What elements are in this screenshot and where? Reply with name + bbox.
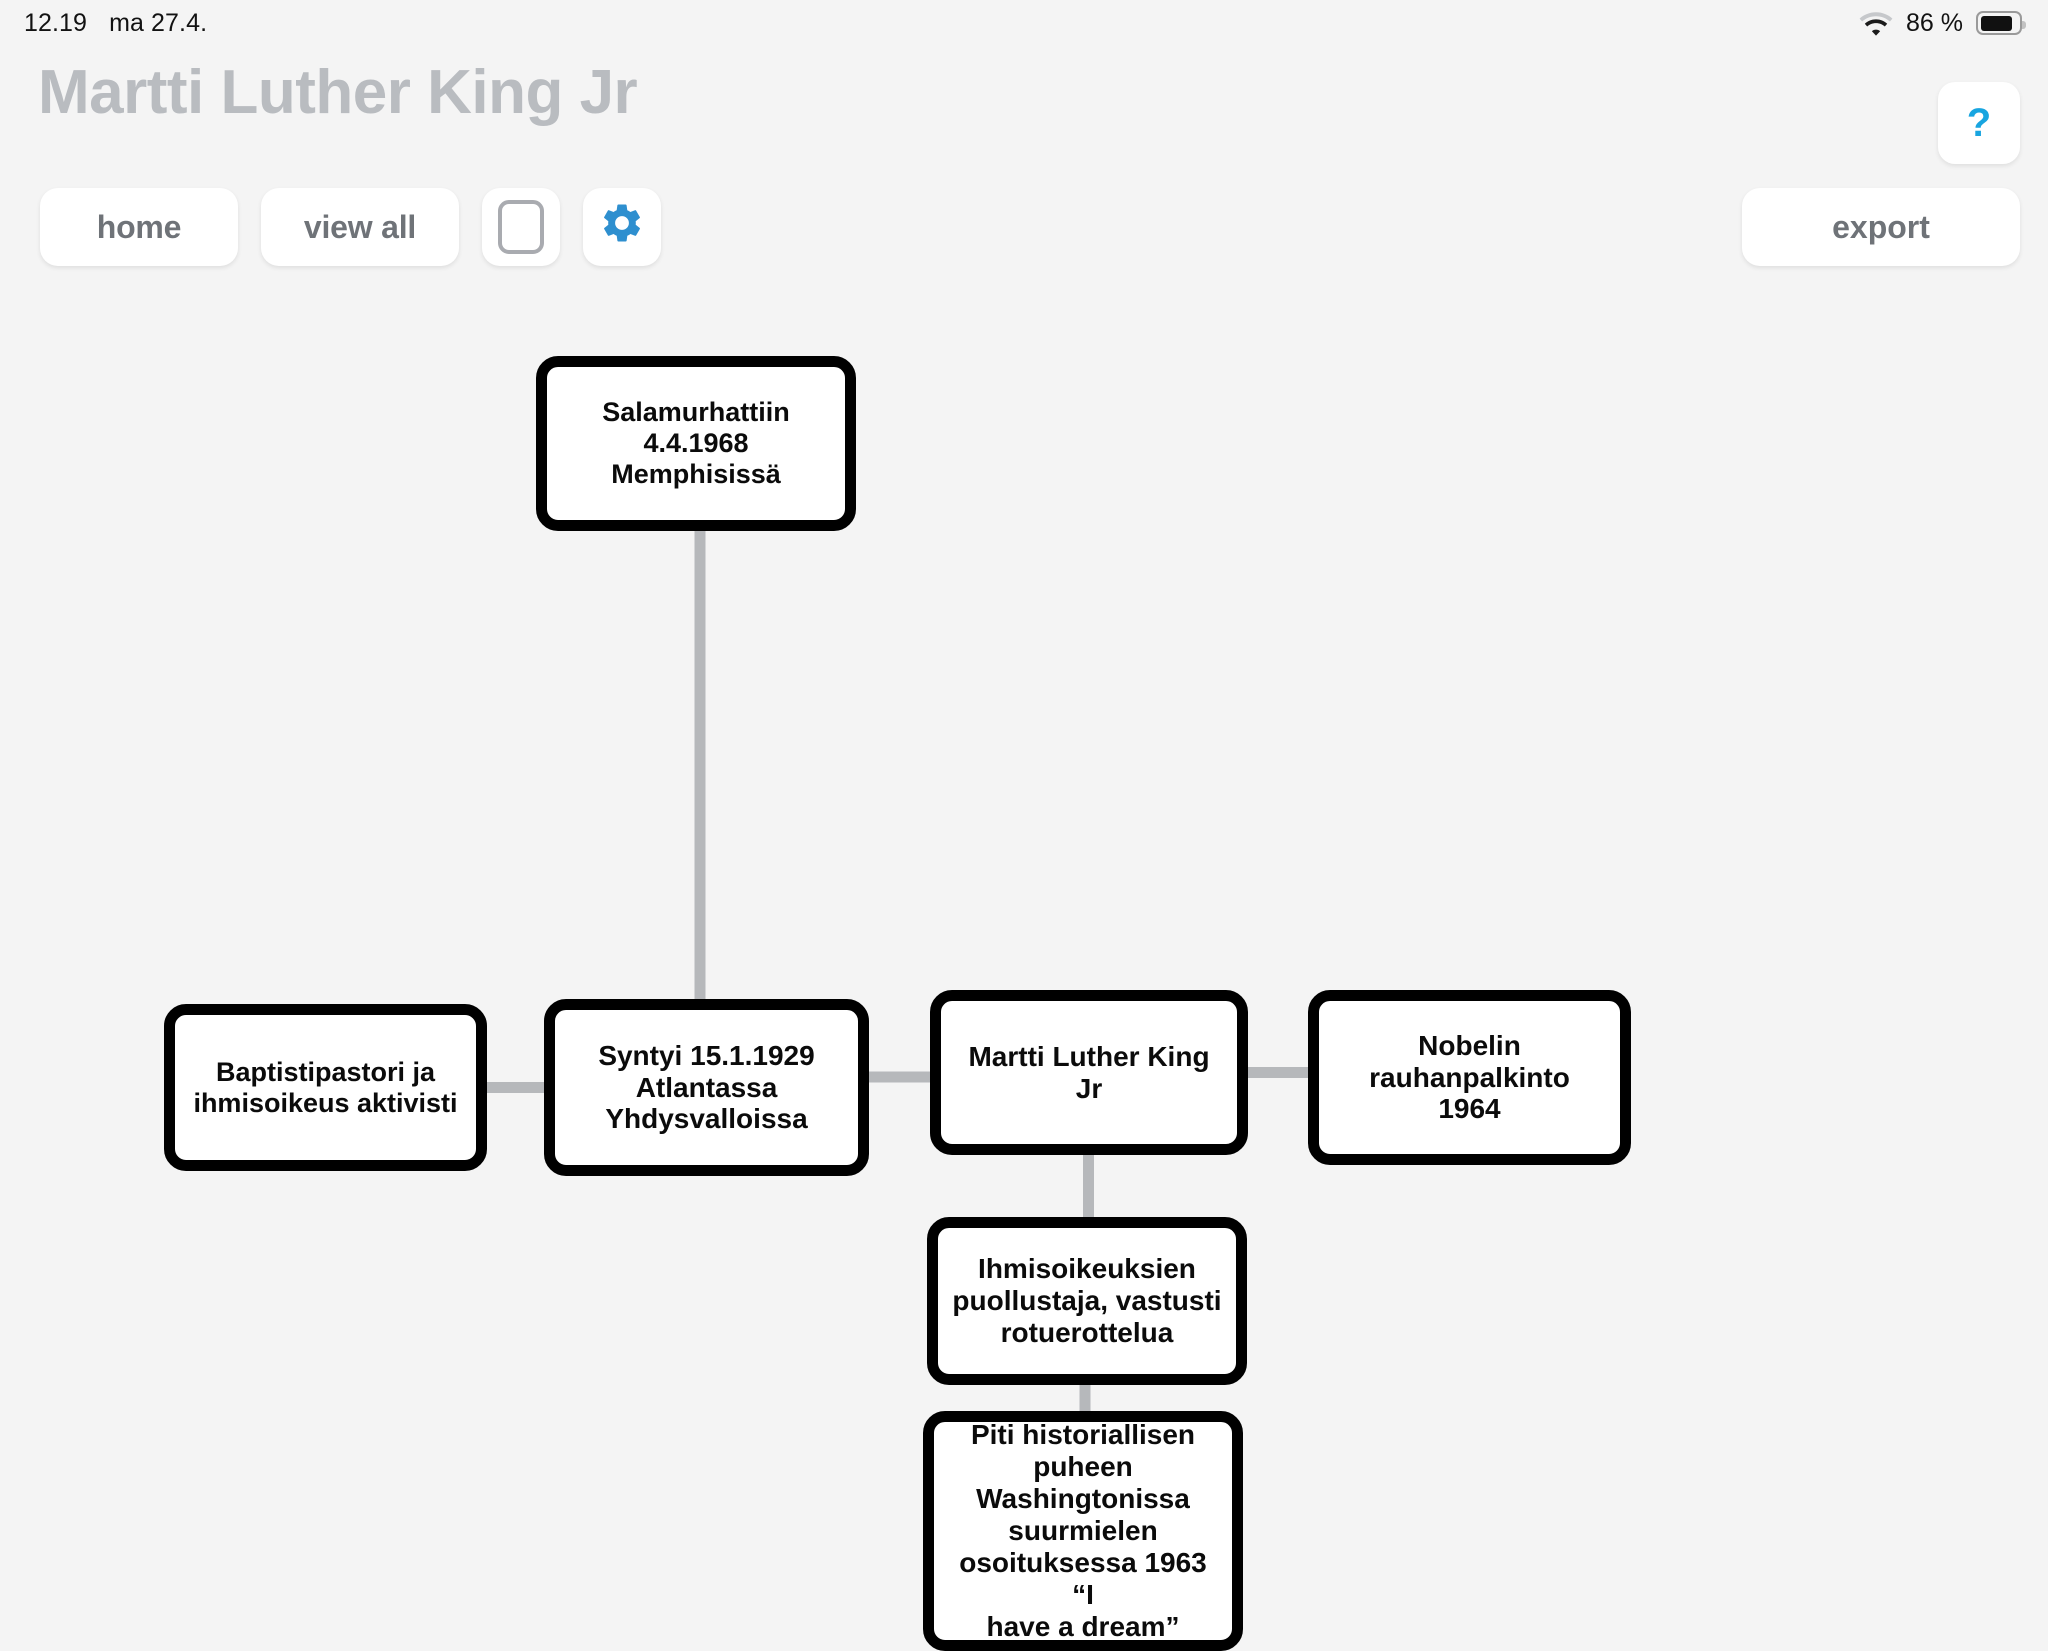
mindmap-edge-center-to-nobel <box>1244 1067 1312 1078</box>
battery-percent: 86 % <box>1906 8 1963 37</box>
mindmap-node-nobel[interactable]: Nobelin rauhanpalkinto 1964 <box>1308 990 1631 1165</box>
export-button[interactable]: export <box>1742 188 2020 266</box>
view-all-button-label: view all <box>303 208 417 245</box>
mindmap-node-rights[interactable]: Ihmisoikeuksien puollustaja, vastusti ro… <box>927 1217 1247 1385</box>
page-title: Martti Luther King Jr <box>38 58 638 127</box>
mindmap-node-label: Ihmisoikeuksien puollustaja, vastusti ro… <box>952 1253 1222 1348</box>
mindmap-edge-rights-to-speech <box>1079 1381 1091 1415</box>
gear-icon <box>599 200 645 254</box>
status-bar: 12.19 ma 27.4. 86 % <box>0 0 2048 46</box>
mindmap-edge-center-to-rights <box>1083 1151 1094 1221</box>
status-date: ma 27.4. <box>109 8 208 37</box>
mindmap-node-speech[interactable]: Piti historiallisen puheen Washingtoniss… <box>923 1411 1243 1651</box>
mindmap-node-label: Salamurhattiin 4.4.1968 Memphisissä <box>602 397 790 489</box>
mindmap-node-label: Martti Luther King Jr <box>968 1040 1210 1104</box>
help-button[interactable]: ? <box>1938 82 2020 164</box>
mindmap-node-center[interactable]: Martti Luther King Jr <box>930 990 1248 1155</box>
status-bar-right: 86 % <box>1859 8 2026 38</box>
view-all-button[interactable]: view all <box>261 188 459 266</box>
rounded-rectangle-icon <box>498 200 544 254</box>
mindmap-node-birth[interactable]: Syntyi 15.1.1929 Atlantassa Yhdysvallois… <box>544 999 869 1176</box>
toolbar: home view all <box>40 188 661 266</box>
mindmap-node-role[interactable]: Baptistipastori ja ihmisoikeus aktivisti <box>164 1004 487 1171</box>
mindmap-node-label: Piti historiallisen puheen Washingtoniss… <box>959 1419 1207 1642</box>
mindmap-edge-birth-to-center <box>865 1071 934 1083</box>
export-button-label: export <box>1832 208 1930 245</box>
mindmap-node-label: Baptistipastori ja ihmisoikeus aktivisti <box>193 1056 458 1118</box>
frame-button[interactable] <box>482 188 560 266</box>
home-button-label: home <box>96 208 182 245</box>
home-button[interactable]: home <box>40 188 238 266</box>
settings-button[interactable] <box>583 188 661 266</box>
wifi-icon <box>1859 11 1893 36</box>
mindmap-edge-role-to-birth <box>483 1082 548 1093</box>
battery-icon <box>1976 11 2026 35</box>
mindmap-node-label: Syntyi 15.1.1929 Atlantassa Yhdysvallois… <box>598 1039 815 1135</box>
mindmap-edges <box>483 527 1312 1415</box>
status-bar-left: 12.19 ma 27.4. <box>24 9 207 38</box>
question-mark-icon: ? <box>1966 100 1992 145</box>
battery-fill <box>1980 15 2013 31</box>
mindmap-node-label: Nobelin rauhanpalkinto 1964 <box>1369 1029 1570 1125</box>
status-time: 12.19 <box>24 8 88 37</box>
mindmap-node-assassination[interactable]: Salamurhattiin 4.4.1968 Memphisissä <box>536 356 856 531</box>
mindmap-edge-assassination-to-birth <box>694 527 706 1003</box>
